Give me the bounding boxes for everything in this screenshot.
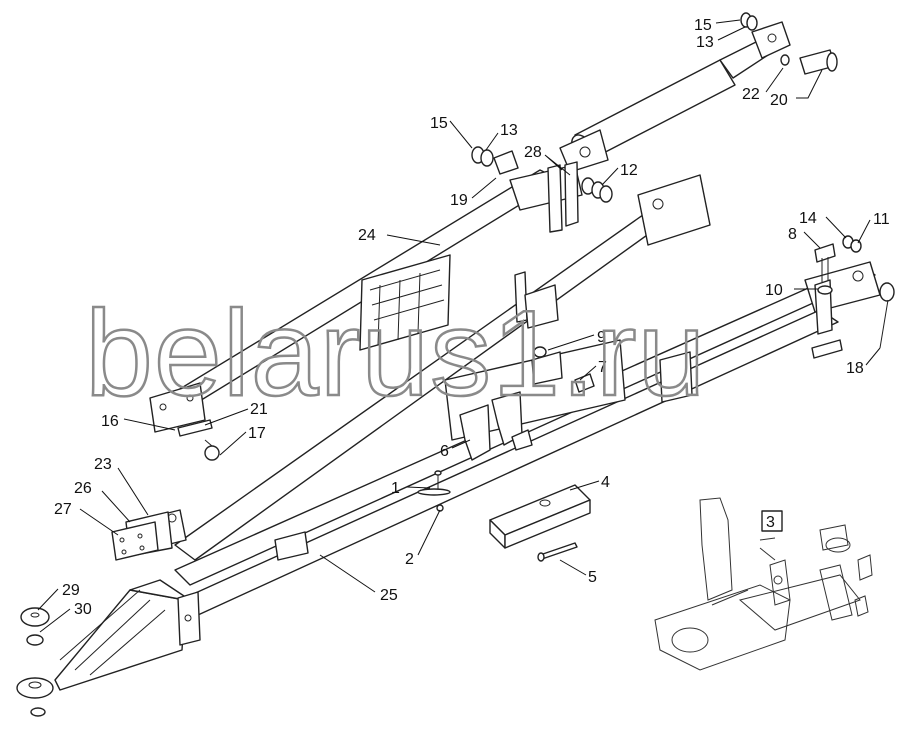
callout-14: 14 [799,210,817,227]
callout-15: 15 [694,17,712,34]
washers-top [471,12,790,203]
counterweight-block [489,484,591,549]
callout-2: 2 [405,551,414,568]
callout-28: 28 [524,144,542,161]
callout-15: 15 [430,115,448,132]
callout-29: 29 [62,582,80,599]
callout-5: 5 [588,569,597,586]
callout-13: 13 [500,122,518,139]
watermark: belarus1.ru [85,285,706,421]
callout-1: 1 [391,480,400,497]
bolt-1 [417,470,451,512]
callout-16: 16 [101,413,119,430]
inset-label: 3 [766,514,775,531]
callout-13: 13 [696,34,714,51]
callout-20: 20 [770,92,788,109]
leader-lines [37,19,881,633]
callout-21: 21 [250,401,268,418]
inset-assembly [654,497,873,671]
upper-beam [149,161,583,433]
callout-22: 22 [742,86,760,103]
inset-label-box [761,510,783,532]
callout-6: 6 [440,443,449,460]
guard-plates [459,391,533,461]
drawbar-hitch [16,531,309,717]
callout-8: 8 [788,226,797,243]
callout-26: 26 [74,480,92,497]
pin-assembly-left [177,419,220,461]
pin-5 [537,542,578,562]
hydraulic-cylinder [559,21,838,173]
callout-9: 9 [597,329,606,346]
hardware-right [814,235,895,349]
bracket-plates [111,509,187,561]
callout-30: 30 [74,601,92,618]
callout-12: 12 [620,162,638,179]
callout-10: 10 [765,282,783,299]
callout-11: 11 [873,211,890,228]
callout-24: 24 [358,227,376,244]
callout-27: 27 [54,501,72,518]
callout-25: 25 [380,587,398,604]
callout-19: 19 [450,192,468,209]
callout-18: 18 [846,360,864,377]
callout-17: 17 [248,425,266,442]
callout-7: 7 [598,359,607,376]
callout-labels: 15 13 22 20 15 13 28 12 19 24 14 8 11 10… [54,17,890,618]
bolt-nut-mid [531,346,595,393]
crossbar [444,271,693,441]
callout-23: 23 [94,456,112,473]
callout-4: 4 [601,474,610,491]
